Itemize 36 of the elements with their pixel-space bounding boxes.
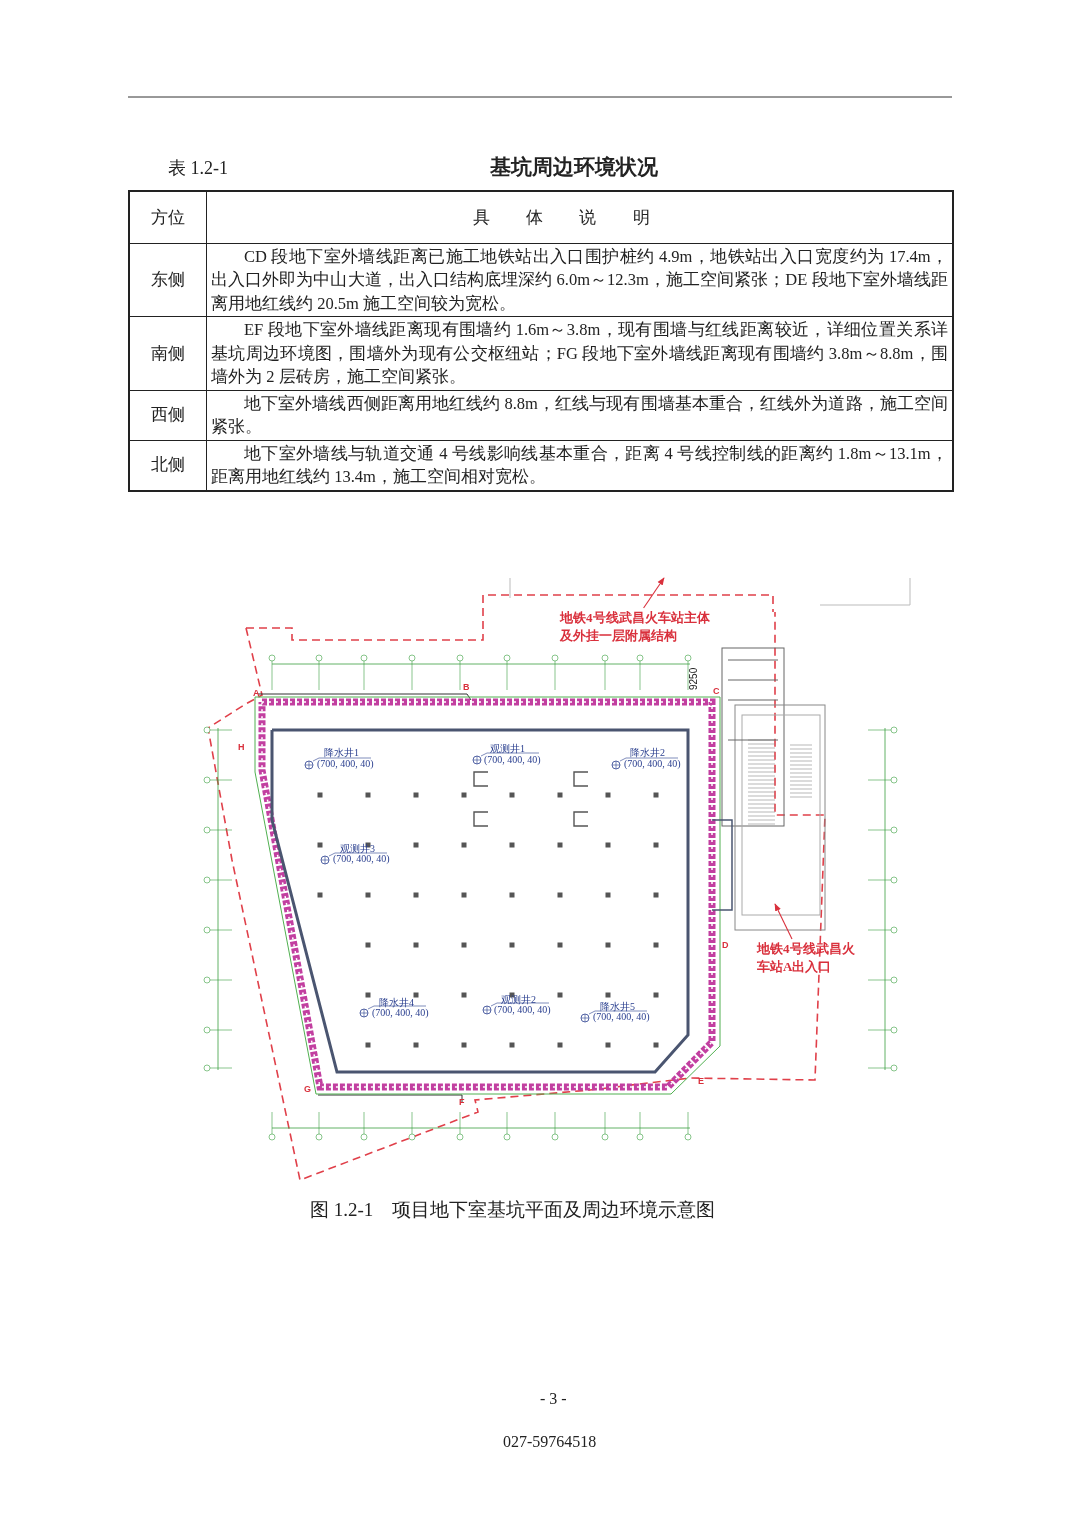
- table-cell: 方位: [129, 191, 207, 243]
- leader-line: [643, 577, 665, 609]
- table-cell: 南侧: [129, 316, 207, 390]
- phone-number: 027-59764518: [503, 1433, 597, 1451]
- well-name: 观测井3: [340, 842, 375, 855]
- point-letter: A: [253, 688, 260, 698]
- leader-line: [774, 903, 793, 940]
- well-size: (700, 400, 40): [333, 853, 390, 864]
- point-letter: H: [238, 742, 245, 752]
- well-size: (700, 400, 40): [624, 758, 681, 769]
- point-letter: C: [713, 686, 720, 696]
- point-letter: F: [459, 1097, 465, 1107]
- well-size: (700, 400, 40): [484, 754, 541, 765]
- point-letter: D: [722, 940, 729, 950]
- table-cell: 东侧: [129, 243, 207, 317]
- well-name: 观测井2: [501, 993, 536, 1006]
- callout-text: 地铁4号线武昌火车站A出入口: [757, 940, 857, 976]
- table-cell: 西侧: [129, 390, 207, 440]
- well-size: (700, 400, 40): [593, 1011, 650, 1022]
- well-name: 降水井4: [379, 996, 414, 1009]
- well-name: 降水井1: [324, 746, 359, 760]
- well-name: 观测井1: [490, 742, 525, 756]
- well-name: 降水井5: [600, 1000, 635, 1013]
- dimension-text: 9250: [688, 667, 699, 690]
- well-size: (700, 400, 40): [317, 758, 374, 769]
- well-name: 降水井2: [630, 746, 665, 760]
- point-letter: G: [304, 1084, 311, 1094]
- callout-text: 地铁4号线武昌火车站主体及外挂一层附属结构: [560, 609, 712, 645]
- page-number: - 3 -: [540, 1390, 567, 1408]
- point-letter: E: [698, 1076, 704, 1086]
- figure-caption: 图 1.2-1 项目地下室基坑平面及周边环境示意图: [310, 1198, 716, 1222]
- table-number: 表 1.2-1: [168, 157, 228, 180]
- point-letter: B: [463, 682, 470, 692]
- well-size: (700, 400, 40): [494, 1004, 551, 1015]
- well-size: (700, 400, 40): [372, 1007, 429, 1018]
- table-title: 基坑周边环境状况: [490, 154, 658, 181]
